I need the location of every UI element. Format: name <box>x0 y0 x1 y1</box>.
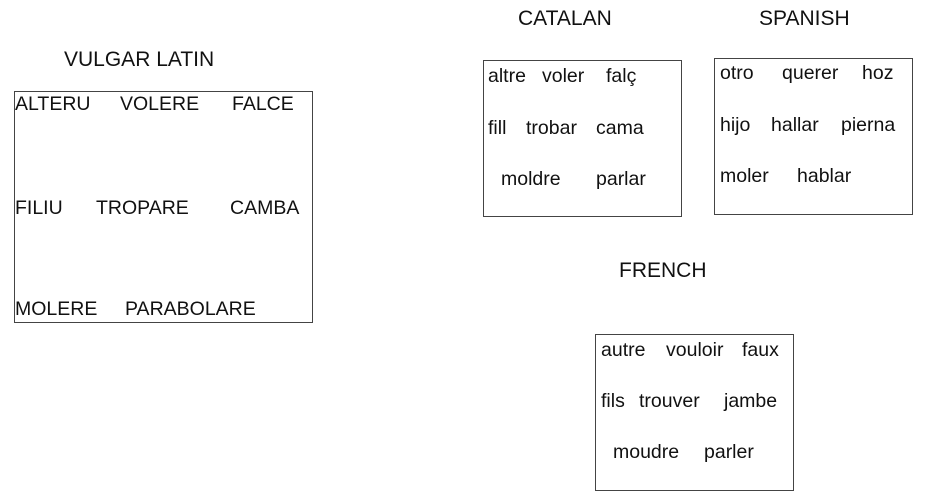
word-trobar: trobar <box>526 117 577 139</box>
word-hablar: hablar <box>797 165 852 187</box>
word-moldre: moldre <box>501 168 561 190</box>
word-hallar: hallar <box>771 114 819 136</box>
word-molere: MOLERE <box>15 298 98 320</box>
word-vouloir: vouloir <box>666 339 724 361</box>
spanish-title: SPANISH <box>759 7 850 30</box>
word-voler: voler <box>542 65 585 87</box>
catalan-title: CATALAN <box>518 7 612 30</box>
word-querer: querer <box>782 62 839 84</box>
word-fill: fill <box>488 117 507 139</box>
word-moler: moler <box>720 165 769 187</box>
word-altre: altre <box>488 65 526 87</box>
word-hoz: hoz <box>862 62 894 84</box>
word-volere: VOLERE <box>120 93 200 115</box>
vulgar-latin-title: VULGAR LATIN <box>64 48 215 71</box>
word-alteru: ALTERU <box>15 93 91 115</box>
word-otro: otro <box>720 62 754 84</box>
word-pierna: pierna <box>841 114 896 136</box>
word-jambe: jambe <box>724 390 778 412</box>
vulgar-latin-word-box: ALTERU VOLERE FALCE FILIU TROPARE CAMBA … <box>14 91 313 323</box>
french-title: FRENCH <box>619 259 707 282</box>
word-autre: autre <box>601 339 646 361</box>
word-cama: cama <box>596 117 644 139</box>
word-fils: fils <box>601 390 625 412</box>
word-hijo: hijo <box>720 114 751 136</box>
word-falc: falç <box>606 65 637 87</box>
word-parler: parler <box>704 441 754 463</box>
word-parlar: parlar <box>596 168 646 190</box>
word-falce: FALCE <box>232 93 294 115</box>
spanish-word-box: otro querer hoz hijo hallar pierna moler… <box>714 58 913 215</box>
french-word-box: autre vouloir faux fils trouver jambe mo… <box>595 334 794 491</box>
word-moudre: moudre <box>613 441 680 463</box>
word-parabolare: PARABOLARE <box>125 298 256 320</box>
word-tropare: TROPARE <box>96 197 189 219</box>
word-filiu: FILIU <box>15 197 63 219</box>
catalan-word-box: altre voler falç fill trobar cama moldre… <box>483 60 682 217</box>
word-faux: faux <box>742 339 779 361</box>
word-camba: CAMBA <box>230 197 300 219</box>
word-trouver: trouver <box>639 390 700 412</box>
